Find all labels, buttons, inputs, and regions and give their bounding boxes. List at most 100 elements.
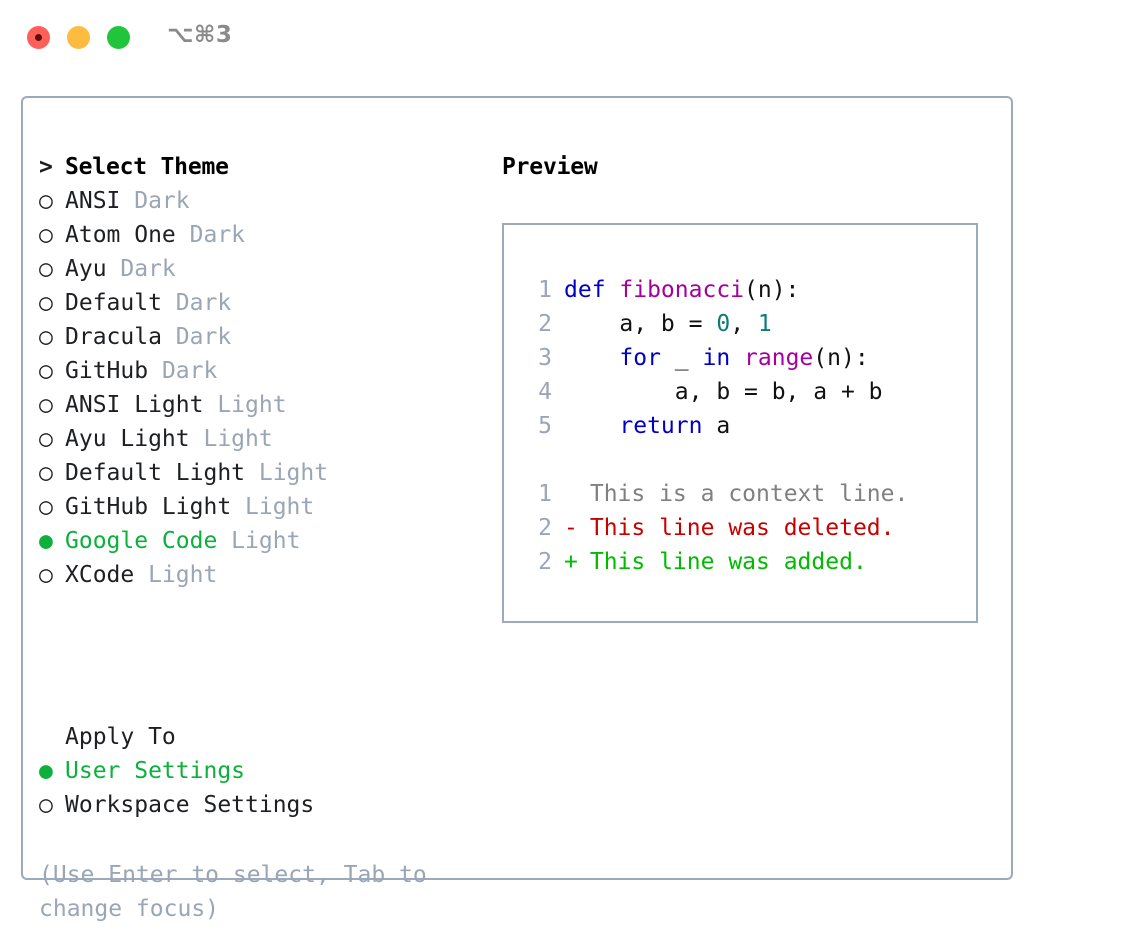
code-line-number: 1 [538, 277, 552, 303]
radio-unselected-icon: ○ [39, 290, 53, 316]
radio-unselected-icon: ○ [39, 426, 53, 452]
theme-option-label: Default [65, 290, 162, 316]
radio-unselected-icon: ○ [39, 494, 53, 520]
code-line: 4 a, b = b, a + b [526, 375, 908, 409]
theme-option-label: ANSI Light [65, 392, 204, 418]
apply-to-option-label: Workspace Settings [65, 792, 315, 818]
diff-line-number: 2 [538, 515, 552, 541]
page-title: Select Theme [65, 154, 229, 180]
theme-variant-badge: Dark [106, 256, 176, 282]
theme-option-ansi-light[interactable]: ○ ANSI Light Light [39, 388, 479, 422]
code-line-number: 3 [538, 345, 552, 371]
diff-line-text: This is a context line. [576, 481, 909, 507]
code-token-plain: a, b = b, a + b [564, 379, 883, 405]
theme-variant-badge: Light [217, 528, 301, 554]
code-line-number: 5 [538, 413, 552, 439]
code-token-plain [730, 345, 744, 371]
code-token-plain: (n): [813, 345, 869, 371]
code-token-keyword: in [702, 345, 731, 371]
radio-unselected-icon: ○ [39, 792, 53, 818]
keyboard-shortcut-label: ⌥⌘3 [167, 22, 233, 48]
radio-unselected-icon: ○ [39, 392, 53, 418]
code-token-keyword: def [564, 277, 620, 303]
theme-option-label: Ayu [65, 256, 107, 282]
theme-option-label: Default Light [65, 460, 246, 486]
theme-option-atom-one[interactable]: ○ Atom One Dark [39, 218, 479, 252]
code-line: 2 a, b = 0, 1 [526, 307, 908, 341]
radio-unselected-icon: ○ [39, 188, 53, 214]
apply-to-title-indent: ○ [39, 720, 65, 754]
theme-variant-badge: Dark [148, 358, 218, 384]
theme-option-ayu-light[interactable]: ○ Ayu Light Light [39, 422, 479, 456]
theme-option-github[interactable]: ○GitHub Dark [39, 354, 479, 388]
radio-selected-icon: ● [39, 758, 53, 784]
apply-to-list: ● User Settings ○ Workspace Settings [39, 754, 479, 822]
diff-line-text: This line was added. [576, 549, 867, 575]
theme-variant-badge: Light [203, 392, 287, 418]
apply-to-title-label: Apply To [65, 724, 176, 750]
theme-variant-badge: Dark [120, 188, 190, 214]
code-token-plain: _ [660, 345, 703, 371]
diff-sign: - [564, 515, 578, 541]
diff-sign [564, 477, 576, 511]
apply-to-title: ○Apply To [39, 720, 479, 754]
diff-line-text: This line was deleted. [576, 515, 895, 541]
apply-to-option-user-settings[interactable]: ● User Settings [39, 754, 479, 788]
diff-line-number: 1 [538, 481, 552, 507]
diff-line-context: 1 This is a context line. [526, 477, 908, 511]
diff-sign: + [564, 549, 578, 575]
theme-variant-badge: Light [245, 460, 329, 486]
radio-unselected-icon: ○ [39, 562, 53, 588]
code-line-number: 4 [538, 379, 552, 405]
apply-to-option-label: User Settings [65, 758, 246, 784]
theme-variant-badge: Light [189, 426, 273, 452]
code-token-plain [564, 413, 619, 439]
theme-option-default[interactable]: ○ Default Dark [39, 286, 479, 320]
theme-option-label: Dracula [65, 324, 162, 350]
theme-option-label: Ayu Light [65, 426, 190, 452]
theme-option-ansi[interactable]: ○ ANSI Dark [39, 184, 479, 218]
code-token-number: 0 [716, 311, 731, 337]
apply-to-section: ○Apply To ●User Settings○Workspace Setti… [39, 720, 479, 822]
diff-line-added: 2 + This line was added. [526, 545, 908, 579]
keyboard-hint-text: (Use Enter to select, Tab to change focu… [39, 862, 427, 922]
code-token-keyword: for [619, 345, 661, 371]
code-line: 5 return a [526, 409, 908, 443]
theme-option-ayu[interactable]: ○Ayu Dark [39, 252, 479, 286]
radio-unselected-icon: ○ [39, 358, 53, 384]
diff-line-deleted: 2- This line was deleted. [526, 511, 908, 545]
apply-to-option-workspace-settings[interactable]: ○ Workspace Settings [39, 788, 479, 822]
theme-option-dracula[interactable]: ○Dracula Dark [39, 320, 479, 354]
zoom-button[interactable] [107, 26, 130, 49]
code-token-number: 1 [757, 311, 772, 337]
radio-unselected-icon: ○ [39, 222, 53, 248]
theme-option-label: Atom One [65, 222, 176, 248]
theme-variant-badge: Dark [161, 290, 232, 316]
theme-list: ○ANSI Dark○Atom One Dark○Ayu Dark○Defaul… [39, 184, 479, 592]
theme-variant-badge: Light [134, 562, 218, 588]
theme-option-xcode[interactable]: ○ XCode Light [39, 558, 479, 592]
theme-option-github-light[interactable]: ○GitHub Light Light [39, 490, 479, 524]
theme-selector-title: > Select Theme [39, 150, 479, 184]
minimize-button[interactable] [67, 26, 90, 49]
radio-selected-icon: ● [39, 528, 53, 554]
content-panel: >Select Theme ○ANSI Dark○Atom One Dark○A… [21, 96, 1013, 922]
prompt-caret-icon: > [39, 154, 53, 180]
radio-unselected-icon: ○ [39, 460, 53, 486]
diff-line-number: 2 [538, 549, 552, 575]
theme-option-label: ANSI [65, 188, 121, 214]
traffic-light-group [27, 26, 130, 49]
theme-option-label: XCode [65, 562, 135, 588]
theme-option-google-code[interactable]: ●Google Code Light [39, 524, 479, 558]
close-button[interactable] [27, 26, 50, 49]
theme-variant-badge: Dark [175, 222, 246, 248]
code-diff-separator [526, 443, 908, 477]
code-token-plain: a [702, 413, 731, 439]
code-line: 3 for _ in range(n): [526, 341, 908, 375]
code-token-keyword: return [619, 413, 703, 439]
theme-option-default-light[interactable]: ○ Default Light Light [39, 456, 479, 490]
